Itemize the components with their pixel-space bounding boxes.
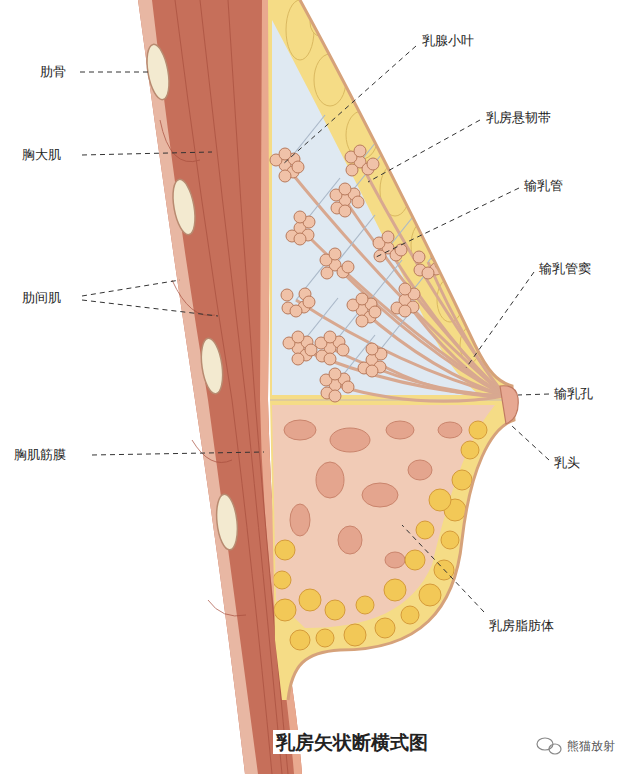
part-label: 胸大肌 [20, 147, 63, 163]
lobule-acinus [369, 306, 381, 318]
lobule-acinus [356, 293, 368, 305]
fat-globule [299, 589, 321, 611]
suspensory-ligament [330, 298, 370, 348]
lobule-acinus [374, 250, 386, 262]
lobule-acinus [342, 381, 354, 393]
lobule-acinus [294, 211, 306, 223]
fat-globule [316, 629, 334, 647]
part-label: 乳头 [552, 455, 582, 471]
lobule-acinus [324, 331, 336, 343]
lobule-acinus [339, 205, 351, 217]
fat-globule [401, 606, 419, 624]
fat-globule [290, 630, 310, 650]
lobule-acinus [294, 233, 306, 245]
part-label: 输乳管 [522, 178, 565, 194]
fat-globule [405, 550, 425, 570]
gland-tissue [438, 422, 462, 438]
lobule-acinus [290, 305, 302, 317]
part-label: 输乳孔 [552, 386, 595, 402]
fat-globule [384, 579, 406, 601]
lobule-acinus [329, 368, 341, 380]
lobule-acinus [395, 244, 407, 256]
lobule-acinus [321, 267, 333, 279]
fat-globule [273, 571, 291, 589]
milk-duct [345, 200, 505, 396]
fat-lobule [286, 0, 314, 60]
gland-tissue [338, 526, 362, 554]
lobule-acinus [279, 170, 291, 182]
part-label: 乳房悬韧带 [484, 110, 553, 126]
lobule-acinus [352, 196, 364, 208]
lobule-acinus [356, 315, 368, 327]
lobule-acinus [339, 183, 351, 195]
lobule-acinus [292, 331, 304, 343]
part-label: 肋间肌 [20, 290, 63, 306]
lobule-acinus [292, 161, 304, 173]
lobule-acinus [337, 344, 349, 356]
figure-caption: 乳房矢状断横式图 [273, 730, 431, 754]
watermark: 熊猫放射 [565, 738, 617, 754]
part-label: 胸肌筋膜 [12, 447, 68, 463]
gland-tissue [316, 462, 344, 498]
gland-tissue [408, 460, 432, 480]
fat-globule [325, 600, 345, 620]
suspensory-ligament [428, 212, 468, 262]
fat-globule [274, 599, 296, 621]
lobule-acinus [422, 267, 434, 279]
milk-duct [335, 265, 505, 396]
gland-tissue [284, 420, 316, 440]
lobule-acinus [366, 343, 378, 355]
gland-tissue [385, 552, 405, 568]
suspensory-ligament [345, 150, 385, 200]
milk-duct [285, 165, 505, 396]
part-label: 输乳管窦 [537, 261, 593, 277]
suspensory-ligament [335, 215, 375, 265]
milk-duct [300, 228, 505, 396]
milk-duct [296, 300, 505, 396]
fat-globule [344, 624, 366, 646]
fat-globule [461, 441, 479, 459]
lobule-acinus [346, 164, 358, 176]
lobule-acinus [303, 296, 315, 308]
watermark-icon [537, 738, 561, 754]
lobule-acinus [354, 145, 366, 157]
lobule-acinus [413, 251, 425, 263]
lobule-acinus [324, 353, 336, 365]
fat-globule [275, 540, 295, 560]
part-label: 肋骨 [38, 64, 68, 80]
lobule-acinus [305, 344, 317, 356]
part-label: 乳腺小叶 [420, 33, 476, 49]
part-label: 乳房脂肪体 [487, 618, 556, 634]
milk-duct [335, 385, 505, 401]
fat-globule [452, 470, 472, 490]
lobule-acinus [329, 390, 341, 402]
fat-globule [469, 421, 487, 439]
suspensory-ligament [405, 250, 445, 300]
gland-tissue [362, 483, 398, 507]
gland-tissue [290, 504, 310, 536]
lobule-acinus [399, 305, 411, 317]
fat-globule [416, 521, 434, 539]
lobule-acinus [342, 261, 354, 273]
suspensory-ligament [285, 115, 325, 165]
lobule-acinus [382, 231, 394, 243]
fat-globule [356, 596, 374, 614]
lobule-acinus [292, 353, 304, 365]
lobule-acinus [366, 365, 378, 377]
lobule-acinus [399, 283, 411, 295]
nipple-shape [500, 386, 518, 424]
gland-tissue [330, 428, 370, 452]
skin-outline [288, 0, 514, 700]
lobule-acinus [329, 248, 341, 260]
lobule-acinus [279, 148, 291, 160]
fat-globule [375, 618, 395, 638]
lobule-acinus [367, 158, 379, 170]
lobule-acinus [281, 289, 293, 301]
leader-lines [80, 46, 549, 612]
fat-globule [429, 489, 451, 511]
gland-tissue [386, 421, 414, 439]
fat-globule [419, 584, 441, 606]
breast-body [260, 0, 530, 710]
fat-globule [441, 531, 459, 549]
